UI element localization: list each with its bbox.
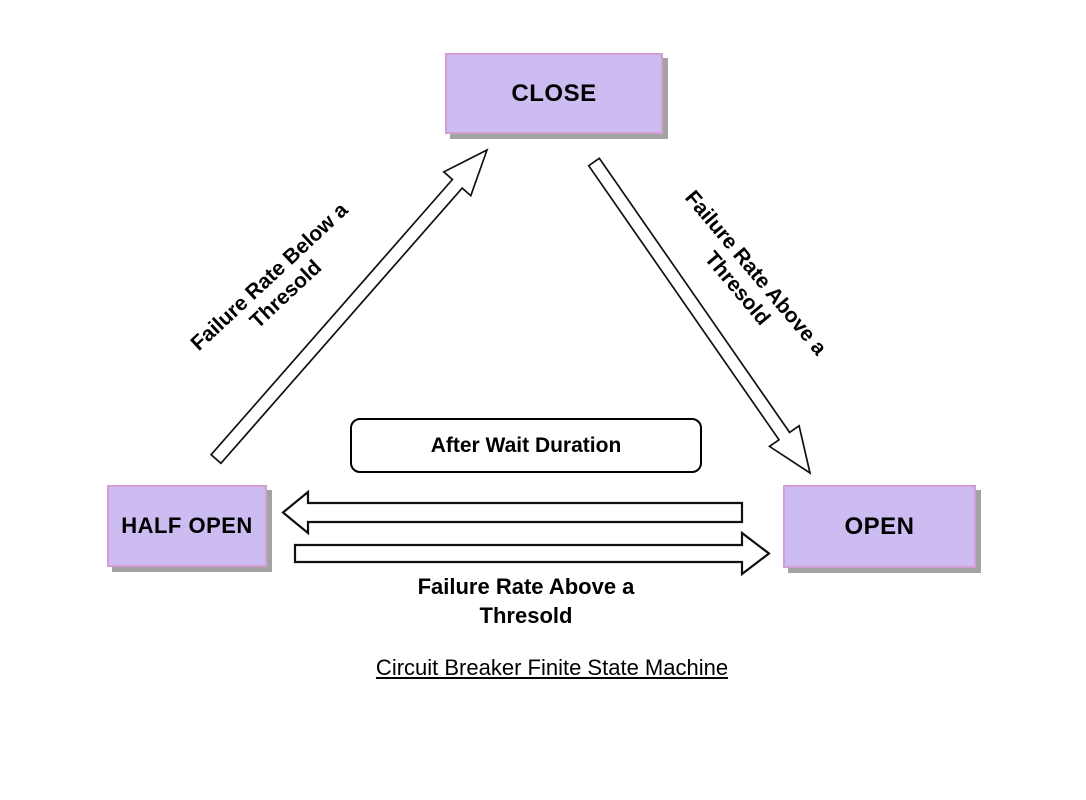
arrow-close-to-open bbox=[587, 157, 812, 475]
label-line: Failure Rate Above a bbox=[417, 574, 635, 599]
arrow-half-open-to-open bbox=[293, 530, 771, 577]
arrow-half-open-to-close bbox=[209, 148, 489, 465]
state-close-label: CLOSE bbox=[511, 79, 597, 107]
arrow-open-to-half-open bbox=[281, 489, 744, 536]
state-open-label: OPEN bbox=[844, 512, 915, 540]
state-close: CLOSE bbox=[445, 53, 663, 134]
label-failure-rate-above-threshold-bottom: Failure Rate Above a Thresold bbox=[418, 572, 635, 630]
after-wait-duration-box: After Wait Duration bbox=[350, 418, 702, 473]
state-half-open-label: HALF OPEN bbox=[121, 513, 253, 538]
after-wait-duration-label: After Wait Duration bbox=[430, 433, 622, 457]
label-line: Thresold bbox=[479, 603, 573, 628]
state-half-open: HALF OPEN bbox=[107, 485, 267, 567]
diagram-title: Circuit Breaker Finite State Machine bbox=[375, 655, 729, 680]
state-open: OPEN bbox=[783, 485, 976, 568]
